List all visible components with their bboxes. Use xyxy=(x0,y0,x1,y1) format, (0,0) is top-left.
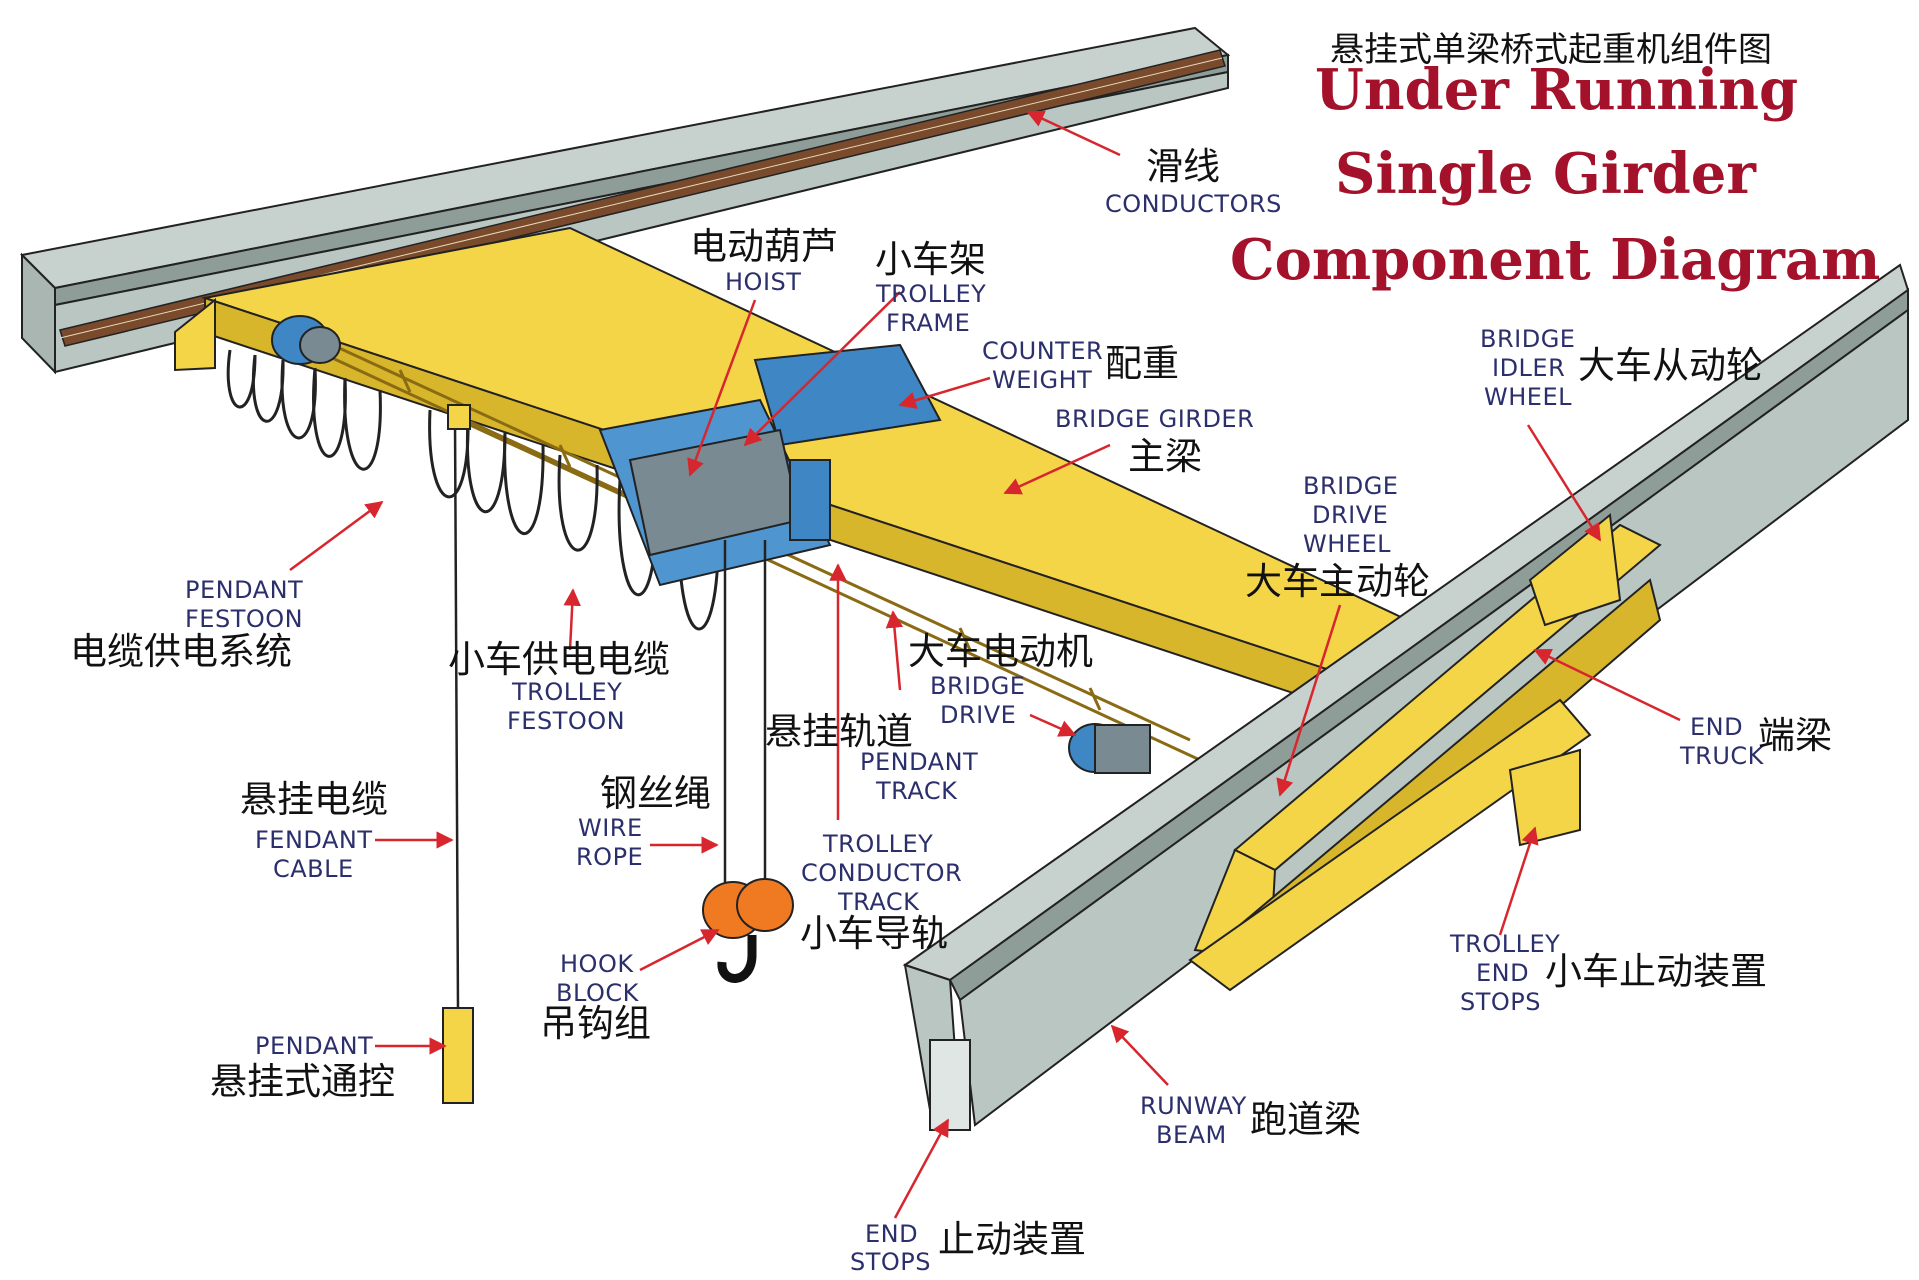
arrow-trolley-end-stops xyxy=(1498,826,1539,936)
label-pendant-zh: 悬挂式通控 xyxy=(210,1060,395,1103)
label-end-truck-en-1: END xyxy=(1690,713,1744,741)
label-bridge-drive-en-2: DRIVE xyxy=(940,701,1017,729)
label-pendant-festoon-zh: 电缆供电系统 xyxy=(70,630,292,673)
label-end-truck-en-2: TRUCK xyxy=(1680,742,1764,770)
hoist-unit xyxy=(598,343,942,587)
arrow-bridge-drive-wheel xyxy=(1276,604,1342,797)
label-pendant-festoon-en-1: PENDANT xyxy=(185,576,304,604)
wire-rope-and-hook xyxy=(702,540,794,983)
label-end-stops-en-1: END xyxy=(865,1220,919,1248)
label-pendant-cable-en-1: FENDANT xyxy=(255,826,373,854)
label-end-stops-zh: 止动装置 xyxy=(938,1218,1086,1261)
label-end-stops-en-2: STOPS xyxy=(850,1248,931,1276)
label-trolley-conductor-track-en-2: CONDUCTOR xyxy=(801,859,963,887)
arrow-trolley-frame xyxy=(743,291,901,447)
label-bridge-drive-wheel-en-3: WHEEL xyxy=(1303,530,1391,558)
label-bridge-drive-wheel-zh: 大车主动轮 xyxy=(1245,560,1430,603)
label-counter-weight-zh: 配重 xyxy=(1105,342,1179,385)
label-hook-block-zh: 吊钩组 xyxy=(540,1002,651,1045)
label-wire-rope-zh: 钢丝绳 xyxy=(600,772,711,815)
label-hook-block-en-1: HOOK xyxy=(560,950,634,978)
label-trolley-end-stops-zh: 小车止动装置 xyxy=(1545,950,1767,993)
label-runway-beam-en-2: BEAM xyxy=(1156,1121,1227,1149)
label-pendant-festoon-en-2: FESTOON xyxy=(185,605,304,633)
arrow-bridge-idler-wheel xyxy=(1526,424,1602,542)
arrow-hook-block xyxy=(639,928,720,972)
label-trolley-frame-en-1: TROLLEY xyxy=(876,280,987,308)
title-line-3: Component Diagram xyxy=(1230,227,1881,293)
arrow-pendant-track xyxy=(885,610,904,691)
bridge-drive-motor xyxy=(1068,723,1151,774)
label-trolley-festoon-zh: 小车供电电缆 xyxy=(448,638,670,681)
label-bridge-idler-wheel-en-1: BRIDGE xyxy=(1480,325,1576,353)
title-line-1: Under Running xyxy=(1315,57,1799,123)
label-trolley-conductor-track-en-1: TROLLEY xyxy=(823,830,934,858)
label-bridge-idler-wheel-zh: 大车从动轮 xyxy=(1578,344,1763,387)
title-line-2: Single Girder xyxy=(1335,141,1756,207)
label-trolley-festoon-en-2: FESTOON xyxy=(507,707,626,735)
label-conductors-zh: 滑线 xyxy=(1146,145,1220,188)
label-end-truck-zh: 端梁 xyxy=(1758,714,1832,757)
arrow-end-truck xyxy=(1533,648,1681,722)
label-counter-weight-en-2: WEIGHT xyxy=(992,366,1093,394)
label-bridge-idler-wheel-en-2: IDLER xyxy=(1492,354,1566,382)
end-truck-shape xyxy=(1188,513,1662,992)
label-bridge-girder-zh: 主梁 xyxy=(1128,435,1202,478)
title-chinese: 悬挂式单梁桥式起重机组件图 xyxy=(1330,30,1772,70)
label-trolley-conductor-track-zh: 小车导轨 xyxy=(800,912,948,955)
label-counter-weight-en-1: COUNTER xyxy=(982,337,1104,365)
label-pendant-track-en-1: PENDANT xyxy=(860,748,979,776)
label-bridge-drive-zh: 大车电动机 xyxy=(908,630,1093,673)
arrow-end-stops xyxy=(893,1118,950,1219)
arrow-hoist xyxy=(687,299,757,477)
label-bridge-drive-wheel-en-1: BRIDGE xyxy=(1303,472,1399,500)
arrow-bridge-girder xyxy=(1003,443,1111,495)
pendant-cable-line xyxy=(442,404,474,1104)
trolley-end-stop-shape xyxy=(1508,748,1581,847)
label-conductors-en: CONDUCTORS xyxy=(1105,190,1282,218)
label-runway-beam-en-1: RUNWAY xyxy=(1140,1092,1247,1120)
arrow-conductors xyxy=(1026,110,1121,157)
label-wire-rope-en-1: WIRE xyxy=(578,814,643,842)
label-trolley-frame-zh: 小车架 xyxy=(875,238,986,281)
annotation-arrows xyxy=(289,110,1681,1219)
label-hoist-zh: 电动葫芦 xyxy=(690,225,838,268)
label-hook-block-en-2: BLOCK xyxy=(556,979,639,1007)
label-runway-beam-zh: 跑道梁 xyxy=(1250,1098,1361,1141)
label-trolley-conductor-track-en-3: TRACK xyxy=(838,888,920,916)
label-trolley-end-stops-en-1: TROLLEY xyxy=(1450,930,1561,958)
arrow-pendant-festoon xyxy=(289,500,384,572)
arrow-trolley-festoon xyxy=(563,588,581,651)
label-pendant-track-zh: 悬挂轨道 xyxy=(765,710,913,753)
label-trolley-end-stops-en-2: END xyxy=(1476,959,1530,987)
label-pendant-en: PENDANT xyxy=(255,1032,374,1060)
pendant-festoon-loops xyxy=(226,349,720,631)
label-pendant-track-en-2: TRACK xyxy=(876,777,958,805)
label-wire-rope-en-2: ROPE xyxy=(576,843,644,871)
label-hoist-en: HOIST xyxy=(725,268,802,296)
arrow-runway-beam xyxy=(1110,1024,1169,1086)
label-pendant-cable-en-2: CABLE xyxy=(273,855,354,883)
trolley-wheels xyxy=(271,315,341,365)
label-pendant-cable-zh: 悬挂电缆 xyxy=(240,778,388,821)
label-trolley-end-stops-en-3: STOPS xyxy=(1460,988,1541,1016)
label-trolley-frame-en-2: FRAME xyxy=(886,309,971,337)
label-bridge-drive-en-1: BRIDGE xyxy=(930,672,1026,700)
label-bridge-drive-wheel-en-2: DRIVE xyxy=(1312,501,1389,529)
label-bridge-idler-wheel-en-3: WHEEL xyxy=(1484,383,1572,411)
label-trolley-festoon-en-1: TROLLEY xyxy=(512,678,623,706)
arrow-bridge-drive xyxy=(1029,713,1077,737)
arrow-counter-weight xyxy=(898,376,991,409)
label-bridge-girder-en: BRIDGE GIRDER xyxy=(1055,405,1255,433)
